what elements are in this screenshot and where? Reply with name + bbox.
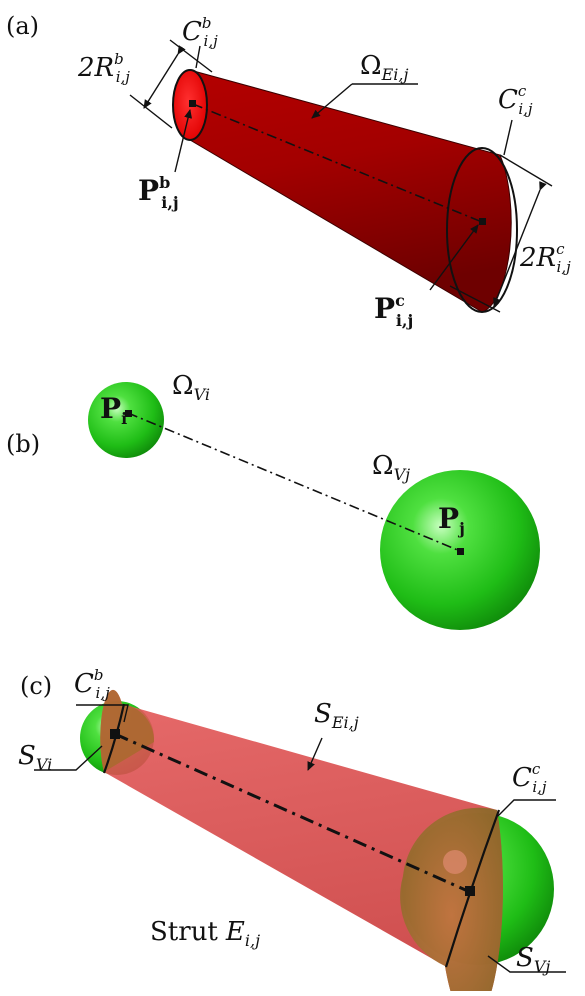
leader-c-svi [34, 745, 103, 771]
leader-c-cc [497, 799, 556, 817]
leader-c-sei [307, 737, 323, 771]
cone-axis [192, 103, 483, 223]
sphere-omega-vi [88, 382, 164, 458]
panel-a-tag: (a) [6, 12, 39, 40]
leader-c-cb [76, 704, 129, 723]
cap-highlight [443, 850, 467, 874]
dim-rb-ext-bottom [129, 94, 173, 129]
point-pb-marker [189, 100, 196, 107]
cone-omega-e [172, 69, 512, 313]
panel-b: (b) Pi ΩVi ΩVj Pj [6, 371, 540, 630]
label-omega-vi: ΩVi [172, 371, 210, 404]
panel-b-tag: (b) [6, 430, 40, 458]
label-pi: Pi [100, 392, 127, 428]
dim-rc-ext-top [499, 154, 553, 187]
point-pi-marker [125, 410, 132, 417]
dim-rc-ext-bottom [449, 285, 501, 313]
dim-rb-arrow [143, 45, 186, 109]
node-connection-line [127, 412, 461, 552]
point-c-right-marker [465, 886, 475, 896]
cap-inside-vj [400, 807, 503, 996]
panel-c-tag: (c) [20, 672, 52, 700]
intersection-circle-b [102, 703, 126, 774]
point-c-left-marker [110, 729, 120, 739]
cap-inside-vi [100, 689, 155, 772]
label-c-sei: SEi,j [314, 699, 359, 732]
leader-cb [195, 45, 201, 69]
leader-omega-e-arrow [311, 83, 353, 119]
label-c-svj: SVj [516, 943, 550, 976]
point-pc-marker [479, 218, 486, 225]
dim-rc-arrow [493, 181, 547, 307]
strut-cone-s-e [100, 689, 503, 996]
label-c-svi: SVi [18, 741, 52, 774]
label-omega-e: ΩEi,j [360, 51, 408, 84]
leader-pc [429, 224, 479, 291]
label-pj: Pj [438, 502, 465, 538]
leader-pb [174, 109, 193, 173]
leader-c-svj [487, 955, 566, 973]
point-pj-marker [457, 548, 464, 555]
leader-cc [503, 119, 513, 156]
label-omega-vj: ΩVj [372, 451, 410, 484]
strut-axis [114, 732, 471, 894]
